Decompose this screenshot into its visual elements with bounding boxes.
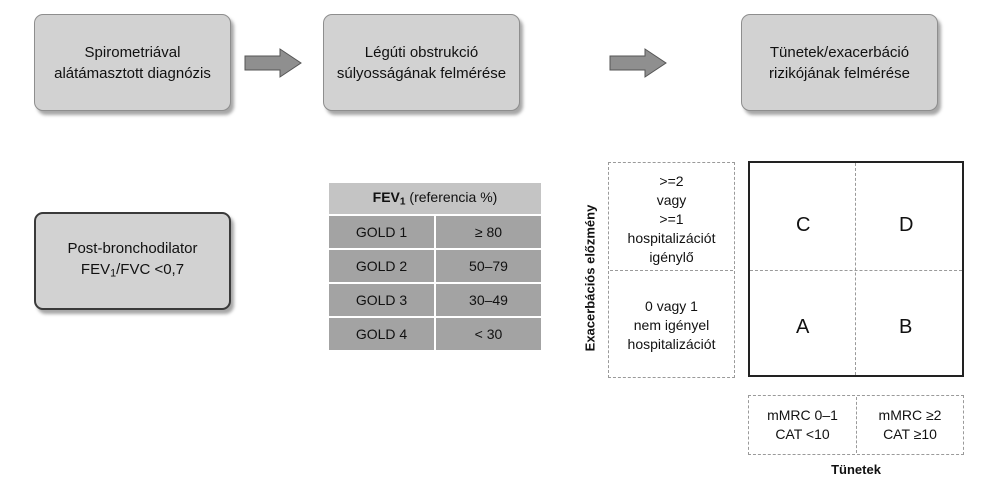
right-arrow-icon — [244, 48, 302, 78]
table-row: GOLD 2 50–79 — [329, 248, 541, 282]
step-diagnosis-line2: alátámasztott diagnózis — [54, 64, 211, 82]
step-diagnosis-line1: Spirometriával — [84, 43, 181, 61]
high-risk-line: igénylő — [649, 249, 694, 265]
symptom-divider — [856, 397, 857, 453]
low-risk-line: 0 vagy 1 — [645, 298, 698, 314]
abcd-grid — [748, 161, 964, 377]
grid-horizontal-divider — [750, 270, 962, 271]
table-cell-range: ≥ 80 — [436, 214, 541, 248]
symptom-low-line: mMRC 0–1 — [767, 407, 838, 423]
criterion-line2: FEV1/FVC <0,7 — [80, 260, 185, 280]
table-cell-range: 50–79 — [436, 248, 541, 282]
group-b-label: B — [899, 316, 913, 338]
step-obstruction-line2: súlyosságának felmérése — [336, 64, 507, 82]
table-cell-stage: GOLD 1 — [329, 214, 436, 248]
table-row: GOLD 1 ≥ 80 — [329, 214, 541, 248]
table-header: FEV1 (referencia %) — [329, 183, 541, 214]
high-risk-line: vagy — [656, 192, 687, 208]
group-a-label: A — [796, 316, 810, 338]
criterion-box: Post-bronchodilator FEV1/FVC <0,7 — [34, 212, 231, 310]
step-box-obstruction: Légúti obstrukció súlyosságának felmérés… — [323, 14, 520, 111]
high-risk-line: >=2 — [659, 173, 684, 189]
criteria-divider — [610, 270, 733, 271]
symptom-criteria-box — [748, 395, 964, 455]
symptom-high-line: CAT ≥10 — [883, 426, 937, 442]
table-cell-stage: GOLD 4 — [329, 316, 436, 350]
table-cell-stage: GOLD 3 — [329, 282, 436, 316]
table-cell-stage: GOLD 2 — [329, 248, 436, 282]
step-risk-line1: Tünetek/exacerbáció — [769, 43, 910, 61]
group-c-label: C — [796, 214, 811, 236]
table-row: GOLD 4 < 30 — [329, 316, 541, 350]
high-risk-criteria: >=2 vagy >=1 hospitalizációt igénylő — [610, 172, 733, 267]
symptom-high: mMRC ≥2 CAT ≥10 — [858, 406, 962, 444]
criterion-line1: Post-bronchodilator — [67, 239, 198, 257]
symptom-low-line: CAT <10 — [775, 426, 830, 442]
right-arrow-icon — [609, 48, 667, 78]
symptom-low: mMRC 0–1 CAT <10 — [750, 406, 855, 444]
step-box-risk: Tünetek/exacerbáció rizikójának felmérés… — [741, 14, 938, 111]
high-risk-line: hospitalizációt — [627, 230, 716, 246]
x-axis-label: Tünetek — [831, 462, 881, 477]
table-row: GOLD 3 30–49 — [329, 282, 541, 316]
low-risk-line: hospitalizációt — [627, 336, 716, 352]
table-header-row: FEV1 (referencia %) — [329, 183, 541, 214]
step-box-diagnosis: Spirometriával alátámasztott diagnózis — [34, 14, 231, 111]
symptom-high-line: mMRC ≥2 — [878, 407, 942, 423]
exacerbation-criteria-box — [608, 162, 735, 378]
low-risk-criteria: 0 vagy 1 nem igényel hospitalizációt — [610, 297, 733, 354]
fev1-table: FEV1 (referencia %) GOLD 1 ≥ 80 GOLD 2 5… — [329, 183, 541, 350]
high-risk-line: >=1 — [659, 211, 684, 227]
grid-vertical-divider — [855, 163, 856, 375]
y-axis-label: Exacerbációs előzmény — [582, 204, 598, 352]
step-risk-line2: rizikójának felmérése — [769, 64, 910, 82]
table-cell-range: 30–49 — [436, 282, 541, 316]
group-d-label: D — [899, 214, 914, 236]
table-cell-range: < 30 — [436, 316, 541, 350]
low-risk-line: nem igényel — [633, 317, 710, 333]
step-obstruction-line1: Légúti obstrukció — [364, 43, 479, 61]
